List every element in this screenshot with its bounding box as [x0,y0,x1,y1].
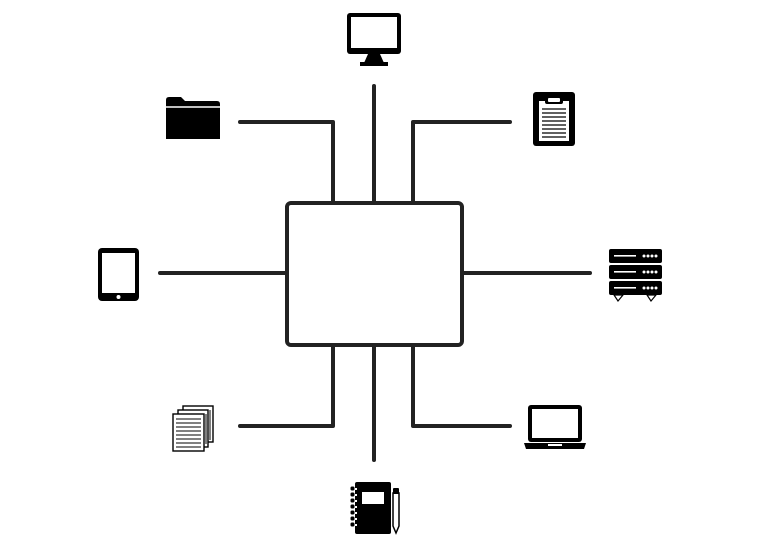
tablet-icon [98,248,139,301]
desktop-monitor-icon [347,13,401,66]
server-rack-icon [609,249,662,303]
documents-stack-icon [172,405,214,452]
laptop-icon [524,405,586,449]
notebook-pen-icon [350,482,400,535]
clipboard-icon [533,92,575,146]
connector-top-right [411,120,512,205]
central-hub-box [285,201,464,347]
connector-top-left [238,120,335,205]
connector-lines [158,84,592,462]
folder-icon [166,97,220,139]
connector-bottom-left [238,343,335,428]
connector-bottom-right [411,343,512,428]
